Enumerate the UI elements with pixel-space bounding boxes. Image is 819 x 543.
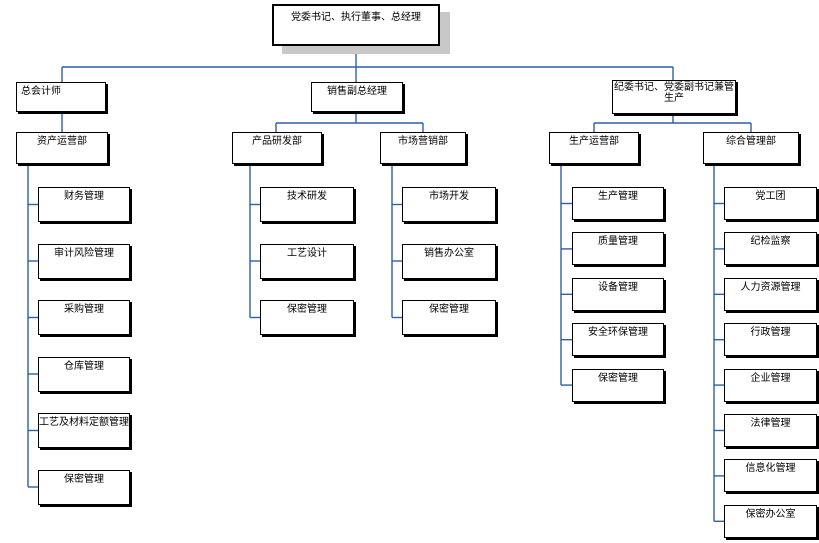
function-label: 质量管理	[598, 236, 638, 248]
function-box: 采购管理	[38, 300, 130, 335]
root-label: 党委书记、执行董事、总经理	[291, 12, 421, 23]
function-box: 行政管理	[724, 323, 817, 357]
function-label: 审计风险管理	[54, 247, 114, 259]
department-box-production-ops: 生产运营部	[549, 132, 639, 164]
level1-box-sales-vp: 销售副总经理	[311, 82, 403, 112]
function-label: 信息化管理	[745, 463, 796, 475]
level1-label: 纪委书记、党委副书记兼管生产	[614, 82, 734, 104]
department-box-asset-ops: 资产运营部	[16, 132, 108, 164]
function-label: 安全环保管理	[588, 327, 648, 339]
function-box: 保密管理	[402, 300, 496, 335]
function-label: 党工团	[755, 191, 786, 202]
function-label: 纪检监察	[750, 236, 791, 248]
function-label: 行政管理	[750, 327, 791, 339]
function-box: 生产管理	[572, 187, 664, 220]
function-label: 工艺设计	[287, 247, 327, 259]
function-box: 审计风险管理	[38, 243, 130, 279]
department-label: 市场营销部	[398, 136, 448, 147]
department-label: 资产运营部	[37, 136, 87, 147]
function-label: 保密管理	[429, 304, 469, 315]
department-box-general-mgmt: 综合管理部	[703, 132, 799, 164]
function-label: 人力资源管理	[740, 281, 801, 293]
function-label: 市场开发	[429, 191, 469, 202]
function-box: 工艺及材料定额管理	[38, 413, 130, 448]
function-box: 安全环保管理	[572, 323, 664, 357]
function-box: 技术研发	[260, 187, 354, 222]
function-label: 保密办公室	[745, 508, 796, 520]
function-box: 保密管理	[572, 368, 664, 402]
function-label: 技术研发	[287, 191, 327, 202]
level1-box-discipline-secretary: 纪委书记、党委副书记兼管生产	[612, 80, 736, 114]
function-box: 保密管理	[38, 469, 130, 505]
function-box: 工艺设计	[260, 243, 354, 279]
function-label: 财务管理	[64, 191, 104, 202]
function-label: 仓库管理	[64, 360, 104, 372]
department-box-product-rd: 产品研发部	[232, 132, 322, 164]
function-box: 质量管理	[572, 232, 664, 266]
function-box: 保密管理	[260, 300, 354, 335]
level1-box-chief-accountant: 总会计师	[16, 82, 106, 112]
function-box: 市场开发	[402, 187, 496, 222]
function-box: 企业管理	[724, 368, 817, 402]
root-box: 党委书记、执行董事、总经理	[272, 4, 440, 46]
function-box: 信息化管理	[724, 459, 817, 493]
function-box: 法律管理	[724, 414, 817, 447]
function-box: 设备管理	[572, 277, 664, 311]
function-box: 党工团	[724, 187, 817, 220]
function-label: 生产管理	[598, 191, 638, 202]
level1-label: 销售副总经理	[327, 86, 387, 97]
function-box: 人力资源管理	[724, 277, 817, 311]
function-label: 保密管理	[287, 304, 327, 315]
level1-label: 总会计师	[21, 86, 61, 97]
function-label: 设备管理	[598, 281, 638, 293]
function-box: 销售办公室	[402, 243, 496, 279]
function-label: 销售办公室	[424, 247, 474, 259]
function-box: 财务管理	[38, 187, 130, 222]
department-label: 生产运营部	[569, 136, 619, 147]
function-label: 保密管理	[598, 372, 638, 384]
function-label: 工艺及材料定额管理	[39, 417, 129, 428]
department-label: 产品研发部	[252, 136, 302, 147]
function-label: 保密管理	[64, 473, 104, 485]
department-label: 综合管理部	[726, 136, 776, 147]
function-label: 企业管理	[750, 372, 791, 384]
function-label: 采购管理	[64, 304, 104, 315]
function-box: 仓库管理	[38, 356, 130, 392]
function-box: 纪检监察	[724, 232, 817, 266]
function-box: 保密办公室	[724, 504, 817, 538]
department-box-marketing: 市场营销部	[380, 132, 466, 164]
function-label: 法律管理	[750, 418, 791, 429]
